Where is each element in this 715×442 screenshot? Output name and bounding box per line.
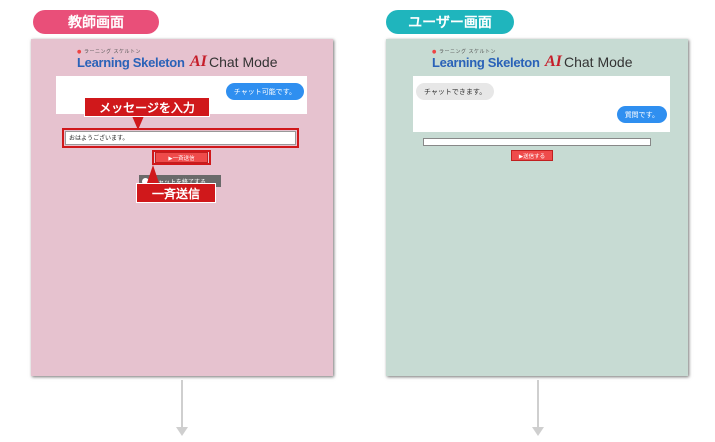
chat-icon [142,177,149,185]
callout-pointer [132,116,144,130]
broadcast-button[interactable]: ▶一斉送信 [155,152,208,163]
end-chat-label: チャットを終了する [152,178,206,186]
app-logo: ● ラーニング スケルトン Learning Skeleton AI Chat … [77,48,297,74]
chat-mode-title: Chat Mode [564,54,633,70]
chat-log: チャットできます。 質問です。 [413,76,670,132]
logo-ai: AI [190,53,207,70]
user-screen-label: ユーザー画面 [386,10,514,34]
send-button[interactable]: ▶送信する [511,150,553,161]
down-arrow-icon [532,380,544,436]
user-screen-panel: ● ラーニング スケルトン Learning Skeleton AI Chat … [386,39,688,376]
down-arrow-icon [176,380,188,436]
logo-brand: Learning Skeleton [432,55,540,70]
logo-ruby: ● ラーニング スケルトン [77,49,142,55]
send-highlight [152,150,211,165]
chat-bubble-sent: 質問です。 [616,106,667,123]
callout-pointer [147,165,159,183]
callout-enter-message: メッセージを入力 [84,97,210,117]
message-input[interactable] [423,138,651,146]
app-logo: ● ラーニング スケルトン Learning Skeleton AI Chat … [432,48,652,74]
chat-bubble-sent: チャット可能です。 [225,83,304,100]
input-highlight [62,128,299,148]
teacher-screen-panel: ● ラーニング スケルトン Learning Skeleton AI Chat … [31,39,333,376]
logo-ruby: ● ラーニング スケルトン [432,49,497,55]
teacher-screen-label: 教師画面 [33,10,159,34]
logo-ai: AI [545,53,562,70]
chat-mode-title: Chat Mode [209,54,278,70]
logo-brand: Learning Skeleton [77,55,185,70]
callout-broadcast: 一斉送信 [136,183,216,203]
chat-bubble-received: チャットできます。 [416,83,495,100]
message-input[interactable]: おはようございます。 [65,131,296,145]
